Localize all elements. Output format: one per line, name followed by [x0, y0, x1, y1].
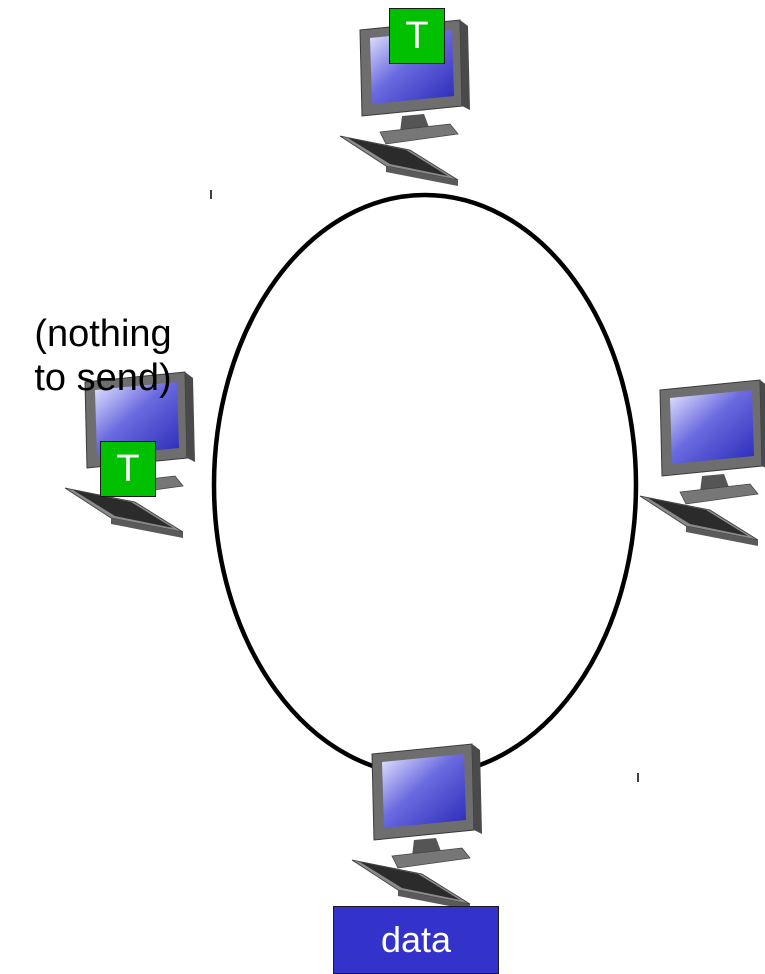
- note-line-1: (nothing: [34, 313, 172, 355]
- note-line-2: to send): [34, 357, 172, 399]
- token-top: T: [389, 8, 445, 64]
- data-frame: data: [333, 906, 499, 974]
- nothing-to-send-note: (nothing to send): [14, 312, 192, 400]
- computer-bottom-icon: [351, 743, 483, 911]
- token-left: T: [100, 441, 156, 497]
- computer-right-icon: [639, 379, 765, 547]
- ring-link: [211, 192, 639, 778]
